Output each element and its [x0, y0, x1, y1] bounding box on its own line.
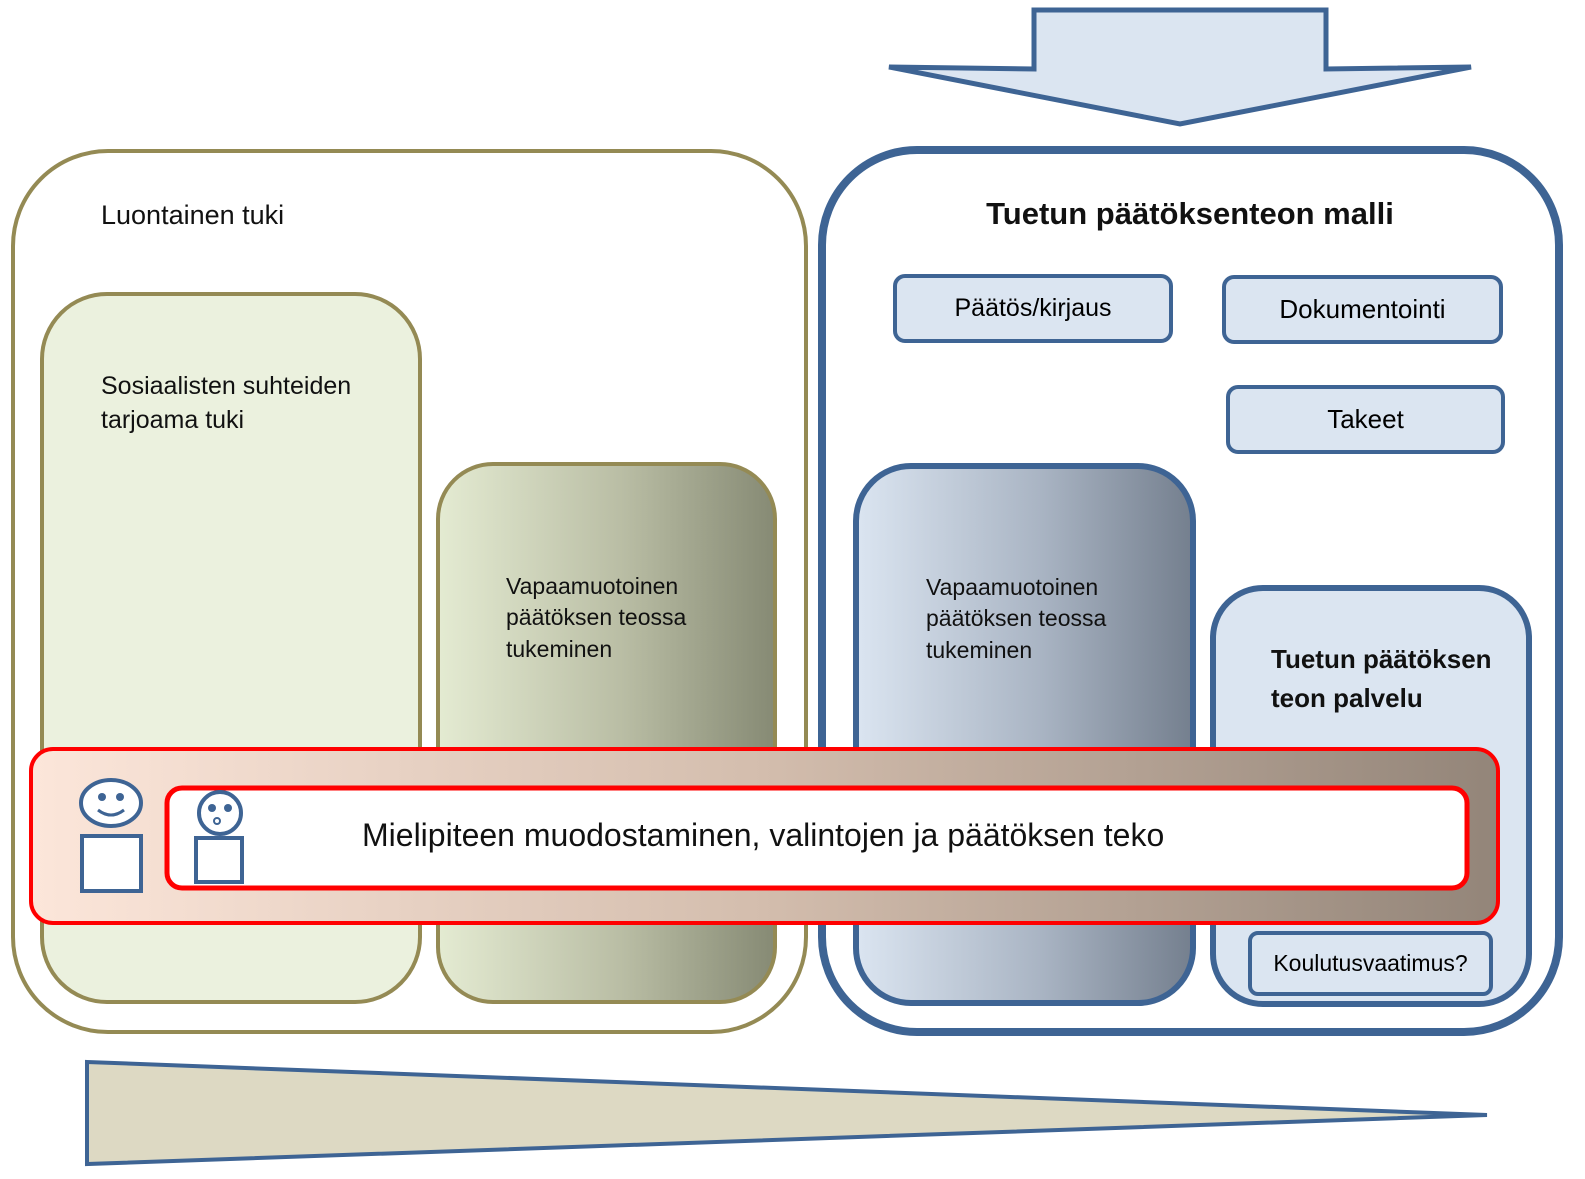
training-requirement-label: Koulutusvaatimus? — [1273, 950, 1468, 976]
informal-right-line2: päätöksen teossa — [926, 605, 1107, 632]
surprised-person-icon — [194, 790, 244, 884]
social-box-line1: Sosiaalisten suhteiden — [101, 372, 352, 400]
guarantees-label: Takeet — [1327, 404, 1404, 434]
guarantees-box: Takeet — [1226, 385, 1505, 454]
banner-inner — [164, 785, 1470, 891]
decision-record-label: Päätös/kirjaus — [954, 294, 1112, 322]
banner-text: Mielipiteen muodostaminen, valintojen ja… — [362, 817, 1165, 853]
model-title: Tuetun päätöksenteon malli — [986, 196, 1394, 231]
social-box-line2: tarjoama tuki — [101, 405, 245, 434]
informal-left-line3: tukeminen — [506, 635, 613, 662]
decision-record-box: Päätös/kirjaus — [893, 274, 1173, 343]
down-arrow — [888, 7, 1472, 127]
informal-right-line1: Vapaamuotoinen — [926, 574, 1099, 600]
bottom-wedge — [85, 1059, 1488, 1167]
service-line1: Tuetun päätöksen — [1271, 644, 1492, 674]
documentation-label: Dokumentointi — [1279, 294, 1446, 324]
service-line2: teon palvelu — [1271, 683, 1423, 713]
informal-left-line1: Vapaamuotoinen — [506, 573, 679, 599]
smiling-person-icon — [79, 778, 143, 893]
informal-right-label: Vapaamuotoinen päätöksen teossa tukemine… — [926, 572, 1106, 666]
social-box-label: Sosiaalisten suhteiden tarjoama tuki — [101, 370, 351, 438]
service-box-label: Tuetun päätöksen teon palvelu — [1271, 640, 1492, 718]
documentation-box: Dokumentointi — [1222, 275, 1503, 344]
informal-left-line2: päätöksen teossa — [506, 604, 687, 631]
informal-right-line3: tukeminen — [926, 636, 1033, 663]
training-requirement-box: Koulutusvaatimus? — [1248, 931, 1493, 996]
natural-support-title: Luontainen tuki — [101, 200, 285, 230]
informal-left-label: Vapaamuotoinen päätöksen teossa tukemine… — [506, 571, 686, 665]
